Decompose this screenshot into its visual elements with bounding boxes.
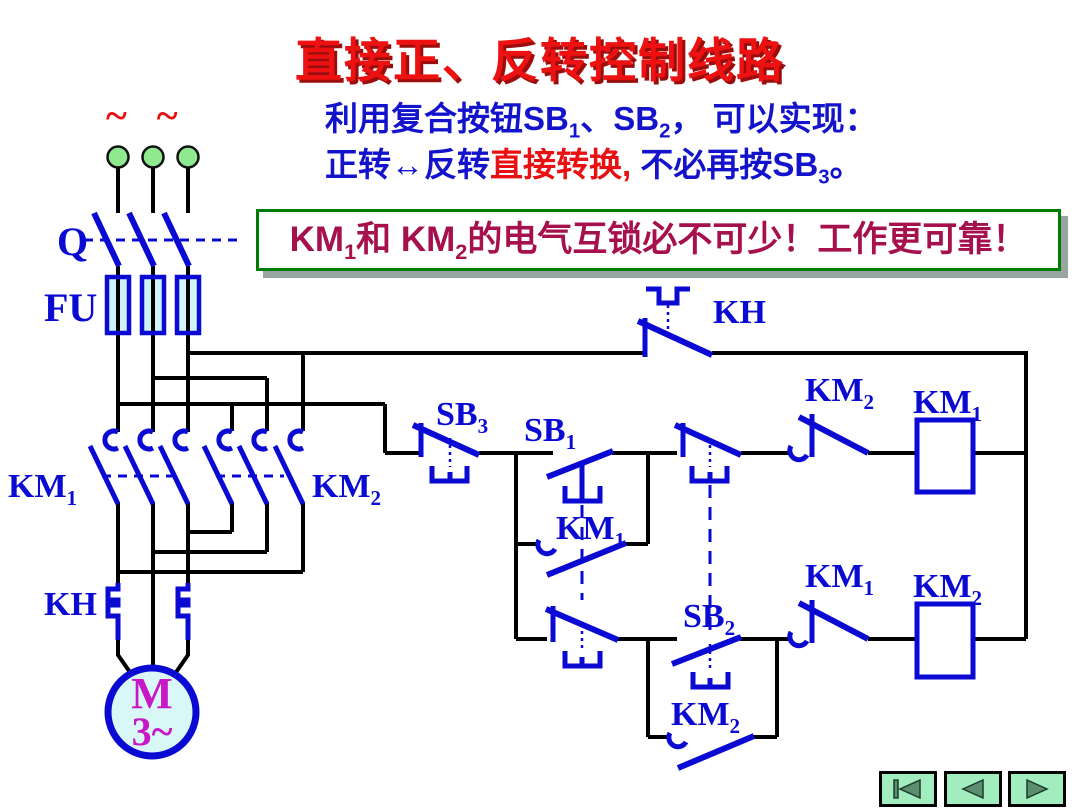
- label-km1-main: KM1: [8, 468, 78, 510]
- previous-slide-icon: [961, 778, 984, 800]
- nav-next-button[interactable]: [1008, 771, 1066, 807]
- km1-coil: [914, 417, 976, 495]
- km1-interlock-contact: [787, 600, 870, 649]
- sb2-button: [670, 422, 743, 690]
- ac-supply-symbol: ~ ~: [106, 93, 188, 138]
- first-slide-icon: [893, 778, 921, 800]
- label-fu: FU: [44, 285, 98, 330]
- switch-q: [84, 211, 238, 268]
- sb1-button: [544, 448, 620, 669]
- label-km2-coil: KM2: [913, 568, 983, 610]
- thermal-relay-heaters: [105, 583, 191, 640]
- next-slide-icon: [1026, 778, 1049, 800]
- label-km2-interlock: KM2: [805, 372, 875, 414]
- label-km1-interlock: KM1: [805, 558, 875, 600]
- km2-coil: [914, 601, 976, 680]
- fuse-fu: [104, 274, 202, 336]
- label-km1-coil: KM1: [913, 384, 983, 426]
- label-q: Q: [57, 219, 89, 264]
- control-circuit-wires: [479, 351, 1028, 739]
- slide-title: 直接正、反转控制线路: [295, 34, 785, 87]
- motor: [104, 664, 200, 760]
- power-terminals: [106, 145, 200, 169]
- km-coils: [914, 417, 976, 680]
- label-kh-control: KH: [713, 294, 766, 331]
- km2-interlock-contact: [787, 414, 870, 463]
- km1-selfhold-contact: [535, 538, 628, 578]
- label-km1-selfhold: KM1: [556, 510, 626, 552]
- km2-selfhold-contact: [666, 731, 756, 771]
- label-km2-main: KM2: [312, 468, 382, 510]
- nav-previous-button[interactable]: [944, 771, 1002, 807]
- subtitle-line1: 利用复合按钮SB1、SB2， 可以实现：: [325, 100, 878, 143]
- label-sb1: SB1: [524, 412, 577, 454]
- km-main-contacts: [87, 428, 306, 506]
- nav-first-button[interactable]: [879, 771, 937, 807]
- note-box: KM1和 KM2的电气互锁必不可少！工作更可靠！: [256, 209, 1061, 271]
- label-sb2: SB2: [683, 598, 736, 640]
- kh-nc-contact: [636, 286, 714, 358]
- sb3-button: [411, 422, 481, 484]
- motor-phase: 3~: [131, 709, 173, 754]
- label-sb3: SB3: [436, 396, 489, 438]
- label-km2-selfhold: KM2: [671, 696, 741, 738]
- label-kh-main: KH: [44, 586, 97, 623]
- subtitle-line2: 正转↔反转直接转换, 不必再按SB3。: [325, 146, 863, 189]
- motor-letter: M: [131, 669, 173, 718]
